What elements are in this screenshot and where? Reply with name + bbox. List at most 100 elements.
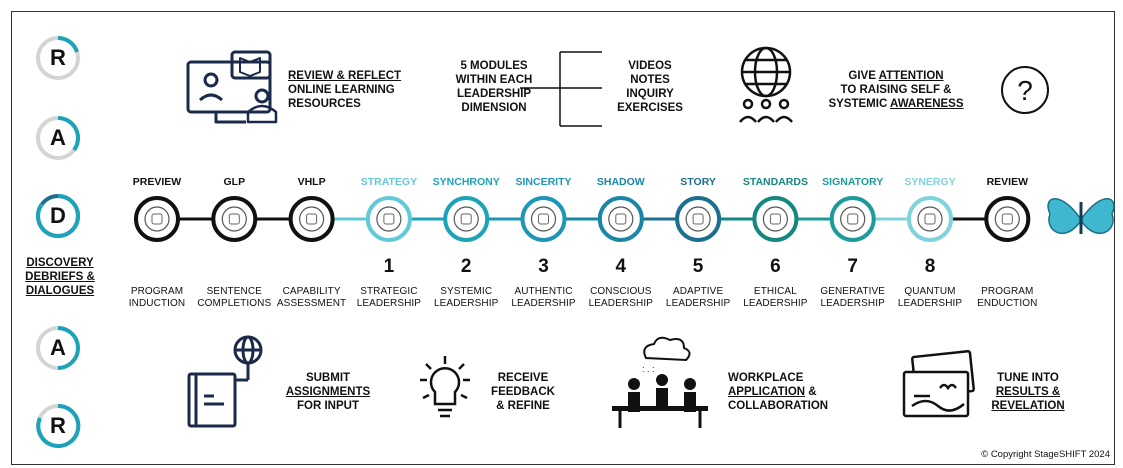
stage-number: 5 <box>692 256 704 277</box>
butterfly-icon <box>1047 198 1115 235</box>
submit-line-1: SUBMIT <box>305 372 351 384</box>
copyright-text: © Copyright StageSHIFT 2024 <box>981 449 1110 460</box>
lightbulb-team-icon <box>917 206 943 232</box>
stage-title: SIGNATORY <box>822 176 884 188</box>
stage-node-synergy <box>907 196 953 242</box>
stage-label-line-1: CAPABILITY <box>282 286 341 297</box>
modules-line-1: 5 MODULES <box>460 60 528 72</box>
stage-title: VHLP <box>297 176 326 188</box>
stage-node-synchrony <box>443 196 490 242</box>
compass-icon <box>608 206 634 232</box>
stage-title: SHADOW <box>596 176 645 188</box>
stage-title: STRATEGY <box>360 176 418 188</box>
submit-caption: SUBMIT ASSIGNMENTS FOR INPUT <box>278 371 378 413</box>
stage-label-line-2: LEADERSHIP <box>434 298 499 309</box>
rada-circle-r2 <box>36 403 81 448</box>
results-picture-icon <box>902 350 975 418</box>
stage-label-line-2: ENDUCTION <box>977 298 1038 309</box>
svg-text:: . :: : . : <box>642 364 655 374</box>
stage-title: SINCERITY <box>515 176 572 188</box>
head-icon <box>530 206 557 232</box>
stage-label-line-2: LEADERSHIP <box>511 298 576 309</box>
stage-number: 8 <box>924 256 936 277</box>
stage-label-line-1: PROGRAM <box>981 286 1034 297</box>
tune-caption: TUNE INTO RESULTS & REVELATION <box>978 371 1078 413</box>
media-line-4: EXERCISES <box>617 102 683 114</box>
stage-number: 1 <box>383 256 395 277</box>
application-word: APPLICATION <box>728 386 806 398</box>
rada-letter-d: D <box>50 203 66 228</box>
tune-line-1: TUNE INTO <box>997 372 1059 384</box>
awareness-word: AWARENESS <box>890 98 964 110</box>
modules-caption: 5 MODULES WITHIN EACH LEADERSHIP DIMENSI… <box>444 59 544 115</box>
modules-line-2: WITHIN EACH <box>455 74 533 86</box>
scales-icon <box>762 206 789 232</box>
stage-title: SYNCHRONY <box>432 176 500 188</box>
stage-label-line-1: ADAPTIVE <box>672 286 724 297</box>
stage-node-review <box>984 196 1031 242</box>
attention-prefix: GIVE <box>848 70 879 82</box>
globe-icon <box>221 206 247 232</box>
modules-line-3: LEADERSHIP <box>456 88 532 100</box>
tune-line-3: REVELATION <box>991 400 1065 412</box>
stage-label-line-2: ASSESSMENT <box>276 298 347 309</box>
stage-title: GLP <box>223 176 246 188</box>
submit-line-3: FOR INPUT <box>297 400 359 412</box>
lightbulb-icon <box>420 356 470 418</box>
review-line-1: REVIEW & REFLECT <box>288 70 402 82</box>
discovery-line-3: DIALOGUES <box>25 285 95 297</box>
stage-label-line-1: SYSTEMIC <box>440 286 493 297</box>
discovery-line-1: DISCOVERY <box>26 257 94 269</box>
discovery-caption: DISCOVERY DEBRIEFS & DIALOGUES <box>18 256 102 298</box>
submit-line-2: ASSIGNMENTS <box>285 386 371 398</box>
awareness-prefix: SYSTEMIC <box>828 98 891 110</box>
rada-letter-a2: A <box>50 335 66 360</box>
stage-node-story <box>675 196 722 242</box>
stage-label-line-1: QUANTUM <box>904 286 956 297</box>
discovery-line-2: DEBRIEFS & <box>25 271 95 283</box>
stage-label-line-1: CONSCIOUS <box>590 286 652 297</box>
workplace-caption: WORKPLACE APPLICATION & COLLABORATION <box>728 371 848 413</box>
stage-node-strategy <box>365 196 412 242</box>
stage-title: SYNERGY <box>904 176 956 188</box>
stage-label-line-2: LEADERSHIP <box>356 298 422 309</box>
stage-node-preview <box>134 196 180 242</box>
stage-node-vhlp <box>288 196 335 242</box>
workplace-line-3: COLLABORATION <box>728 400 829 412</box>
stage-node-signatory <box>829 196 876 242</box>
tune-line-2: RESULTS & <box>995 386 1061 398</box>
stage-label-line-2: INDUCTION <box>128 298 186 309</box>
stage-label-line-1: STRATEGIC <box>360 286 418 297</box>
stage-number: 4 <box>615 256 627 277</box>
network-icon <box>376 206 402 232</box>
stage-label-line-1: ETHICAL <box>753 286 797 297</box>
media-caption: VIDEOS NOTES INQUIRY EXERCISES <box>602 59 698 115</box>
stage-number: 3 <box>538 256 549 277</box>
application-suffix: & <box>805 386 817 398</box>
rada-circle-a1 <box>36 116 80 160</box>
stage-label-line-2: LEADERSHIP <box>820 298 885 309</box>
attention-word: ATTENTION <box>878 70 944 82</box>
submit-book-icon <box>187 335 263 428</box>
stage-title: STORY <box>680 176 716 188</box>
pen-icon <box>685 206 711 232</box>
stage-label-line-1: AUTHENTIC <box>514 286 573 297</box>
feedback-line-1: RECEIVE <box>497 372 549 384</box>
stage-label-line-2: COMPLETIONS <box>197 298 272 309</box>
media-line-3: INQUIRY <box>626 88 674 100</box>
review-line-2: ONLINE LEARNING <box>288 84 395 96</box>
rada-circle-d <box>36 194 80 238</box>
feedback-caption: RECEIVE FEEDBACK & REFINE <box>478 371 568 413</box>
stage-node-standards <box>752 196 799 242</box>
media-line-2: NOTES <box>630 74 670 86</box>
stage-label-line-2: LEADERSHIP <box>588 298 653 309</box>
stage-label-line-2: LEADERSHIP <box>897 298 963 309</box>
stage-title: REVIEW <box>986 176 1028 188</box>
online-learning-icon <box>186 50 278 124</box>
stage-label-line-1: GENERATIVE <box>820 286 886 297</box>
rada-letter-r2: R <box>50 413 66 438</box>
stage-label-line-1: PROGRAM <box>130 286 184 297</box>
board-icon <box>994 206 1020 232</box>
